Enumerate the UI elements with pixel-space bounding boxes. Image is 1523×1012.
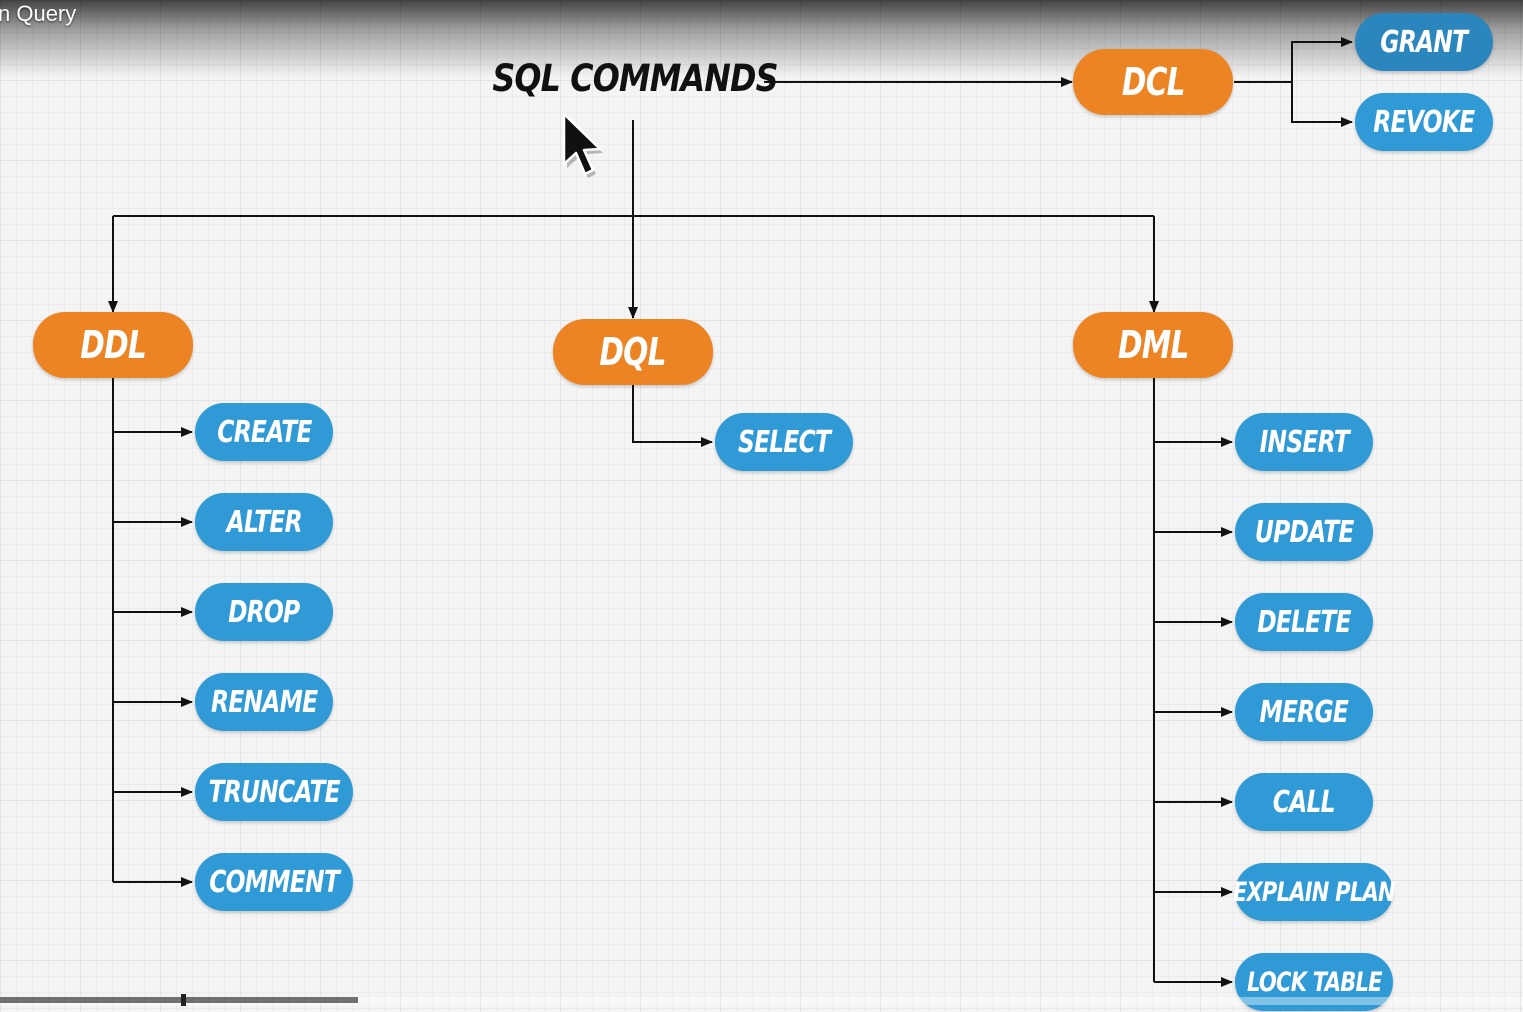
command-insert: INSERT xyxy=(1235,413,1373,471)
category-dcl: DCL xyxy=(1073,49,1233,115)
command-update: UPDATE xyxy=(1235,503,1373,561)
command-select: SELECT xyxy=(715,413,853,471)
command-rename-label: RENAME xyxy=(210,684,318,720)
command-create-label: CREATE xyxy=(216,414,312,450)
command-merge: MERGE xyxy=(1235,683,1373,741)
category-dql-label: DQL xyxy=(599,330,667,374)
command-create: CREATE xyxy=(195,403,333,461)
command-insert-label: INSERT xyxy=(1259,424,1349,460)
command-call-label: CALL xyxy=(1273,784,1336,820)
command-delete: DELETE xyxy=(1235,593,1373,651)
category-dml: DML xyxy=(1073,312,1233,378)
category-ddl-label: DDL xyxy=(80,323,147,367)
command-explain-plan-label: EXPLAIN PLAN xyxy=(1233,876,1396,908)
command-grant-label: GRANT xyxy=(1380,24,1469,60)
category-dcl-label: DCL xyxy=(1121,60,1186,104)
category-ddl: DDL xyxy=(33,312,193,378)
command-merge-label: MERGE xyxy=(1259,694,1349,730)
video-progress-track[interactable] xyxy=(0,997,1523,1005)
mouse-pointer-icon xyxy=(562,112,603,178)
video-title[interactable]: n Query xyxy=(0,1,77,26)
command-alter-label: ALTER xyxy=(226,504,302,540)
command-alter: ALTER xyxy=(195,493,333,551)
command-comment-label: COMMENT xyxy=(209,864,339,900)
command-select-label: SELECT xyxy=(737,424,831,460)
command-lock-table-label: LOCK TABLE xyxy=(1246,966,1383,998)
command-drop-label: DROP xyxy=(228,594,300,630)
command-drop: DROP xyxy=(195,583,333,641)
category-dql: DQL xyxy=(553,319,713,385)
video-progress-fill xyxy=(0,997,358,1003)
command-lock-table: LOCK TABLE xyxy=(1235,953,1393,1011)
category-dml-label: DML xyxy=(1117,323,1189,367)
command-call: CALL xyxy=(1235,773,1373,831)
command-revoke: REVOKE xyxy=(1355,93,1493,151)
command-comment: COMMENT xyxy=(195,853,353,911)
command-truncate-label: TRUNCATE xyxy=(208,774,340,810)
command-rename: RENAME xyxy=(195,673,333,731)
diagram-heading: SQL COMMANDS xyxy=(492,56,778,100)
command-revoke-label: REVOKE xyxy=(1373,104,1475,140)
command-truncate: TRUNCATE xyxy=(195,763,353,821)
command-delete-label: DELETE xyxy=(1257,604,1351,640)
command-grant: GRANT xyxy=(1355,13,1493,71)
video-progress-scrubber[interactable] xyxy=(181,994,186,1006)
command-explain-plan: EXPLAIN PLAN xyxy=(1233,863,1396,921)
command-update-label: UPDATE xyxy=(1254,514,1354,550)
